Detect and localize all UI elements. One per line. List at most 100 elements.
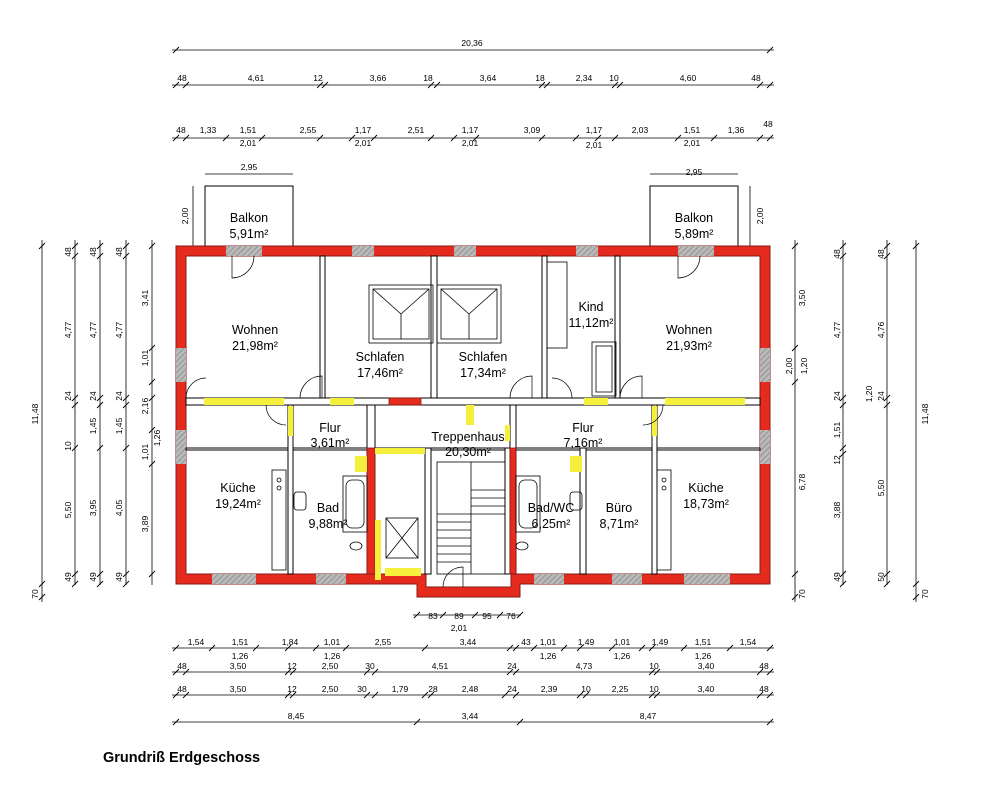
dimension-tick [96,444,104,452]
dim-label: 1,26 [695,651,712,661]
dimension-tick [148,570,156,578]
dim-label: 24 [507,684,517,694]
dimension-tick [258,134,266,142]
room-bad-area: 9,88m² [309,517,348,531]
dimension-tick [766,134,774,142]
dim-label: 4,77 [63,321,73,338]
dimension-tick [496,611,504,619]
dimension-tick [883,252,891,260]
dimension-tick [421,691,429,699]
dim-label: 3,09 [524,125,541,135]
dimension-tick [427,81,435,89]
dimension-tick [182,668,190,676]
dimension-tick [766,46,774,54]
room-badwc-area: 6,25m² [532,517,571,531]
dimension-tick [512,644,520,652]
dim-label: 8,47 [640,711,657,721]
dim-label: 3,88 [832,501,842,518]
dim-label: 1,01 [140,443,150,460]
dim-label: 8,45 [288,711,305,721]
dim-label: 1,51 [240,125,257,135]
dimension-tick [648,668,656,676]
dim-label: 1,33 [200,125,217,135]
room-kueche-right-name: Küche [688,481,723,495]
dim-label: 48 [759,684,769,694]
room-badwc-name: Bad/WC [528,501,575,515]
dim-label: 2,01 [586,140,603,150]
dimension-tick [516,611,524,619]
dimension-tick [182,691,190,699]
dim-label: 1,01 [140,349,150,366]
dim-label: 3,50 [230,661,247,671]
dim-label: 2,55 [300,125,317,135]
dimension-tick [912,593,920,601]
dimension-tick [516,718,524,726]
dim-label: 48 [176,125,186,135]
dim-label: 24 [832,391,842,401]
room-treppenhaus-area: 20,30m² [445,445,491,459]
dim-label: 1,54 [740,637,757,647]
dim-label: 30 [365,661,375,671]
dimension-tick [122,444,130,452]
dimension-tick [427,134,435,142]
dim-label: 4,73 [576,661,593,671]
room-labels: Balkon 5,91m² Balkon 5,89m² Wohnen 21,98… [215,211,729,531]
dim-label: 1,26 [540,651,557,661]
dim-label: 2,00 [784,357,794,374]
dimension-tick [912,242,920,250]
dimension-tick [122,242,130,250]
dim-label: 5,50 [876,479,886,496]
dim-label: 2,50 [322,661,339,671]
dimension-tick [413,611,421,619]
dimension-tick [538,134,546,142]
room-balkon-right-area: 5,89m² [675,227,714,241]
room-kueche-left-area: 19,24m² [215,497,261,511]
dimension-tick [172,691,180,699]
dim-label: 12 [287,684,297,694]
dim-label: 1,45 [114,417,124,434]
dimension-tick [96,394,104,402]
dim-label: 49 [88,572,98,582]
dim-label: 10 [609,73,619,83]
room-wohnen-left-name: Wohnen [232,323,278,337]
dim-label: 48 [177,73,187,83]
skylights [368,284,502,344]
dimension-tick [506,644,514,652]
dimension-tick [289,668,297,676]
dim-label: 1,84 [282,637,299,647]
dimension-tick [756,691,764,699]
dimension-ticks [38,46,920,726]
dim-label: 2,01 [684,138,701,148]
dim-label: 48 [876,249,886,259]
dimension-tick [348,134,356,142]
dim-label: 1,26 [152,429,162,446]
room-kueche-right-area: 18,73m² [683,497,729,511]
dim-label: 3,40 [698,661,715,671]
dim-label: 1,51 [232,637,249,647]
dim-label: 2,95 [241,162,258,172]
dim-label: 12 [313,73,323,83]
dimension-tick [594,134,602,142]
dimension-tick [506,668,514,676]
dimension-tick [756,81,764,89]
dimension-tick [222,134,230,142]
dim-label: 1,54 [188,637,205,647]
door-markers [204,398,745,580]
room-flur-left-name: Flur [319,421,341,435]
dim-label: 24 [88,391,98,401]
room-flur-right-area: 7,16m² [564,436,603,450]
dimension-tick [791,570,799,578]
dimension-tick [370,134,378,142]
dimension-tick [122,580,130,588]
dim-label: 2,48 [462,684,479,694]
dimension-tick [96,580,104,588]
dimension-tick [71,401,79,409]
dimension-tick [471,611,479,619]
dim-label: 1,17 [462,125,479,135]
dimension-tick [883,401,891,409]
dim-label: 48 [177,661,187,671]
dim-label: 70 [797,589,807,599]
dimension-tick [122,394,130,402]
dimension-tick [371,691,379,699]
